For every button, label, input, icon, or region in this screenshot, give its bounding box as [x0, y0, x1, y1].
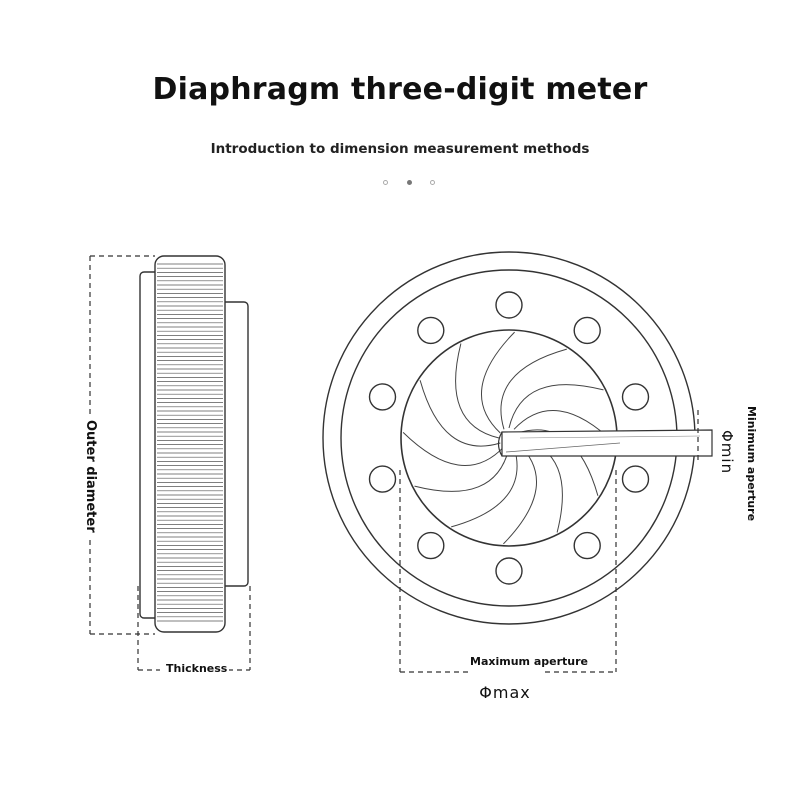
page-title: Diaphragm three-digit meter: [152, 72, 648, 107]
iris-blade: [455, 343, 500, 439]
pager-dot-2-active[interactable]: [407, 180, 412, 185]
mounting-holes: [368, 291, 650, 585]
iris-blades: [402, 331, 616, 545]
mounting-hole: [495, 557, 523, 585]
iris-blade: [508, 384, 604, 429]
mounting-hole: [495, 291, 523, 319]
outer-diameter-label: Outer diameter: [83, 420, 98, 533]
side-dimension-lines: [89, 255, 251, 671]
mounting-hole: [621, 465, 650, 493]
side-view: [139, 255, 249, 633]
page-subtitle: Introduction to dimension measurement me…: [210, 141, 590, 157]
thickness-label: Thickness: [164, 662, 230, 675]
iris-blade: [500, 348, 567, 430]
pointer-tip: [497, 431, 503, 457]
side-knurled-ring: [154, 255, 226, 633]
minimum-aperture-label: Minimum aperture: [745, 406, 758, 522]
maximum-aperture-label: Maximum aperture: [470, 655, 588, 668]
aperture-pointer-tab: [501, 429, 713, 457]
pointer-inner-line: [505, 442, 621, 453]
iris-blade: [414, 447, 510, 492]
phi-max-symbol: Φmax: [479, 683, 531, 702]
mounting-hole: [573, 316, 601, 345]
mounting-hole: [368, 465, 397, 493]
front-view: [322, 251, 713, 625]
iris-blade: [451, 446, 518, 528]
pager-dot-1[interactable]: [383, 180, 388, 185]
carousel-pager: [380, 178, 440, 188]
pointer-center-line: [519, 435, 701, 439]
mounting-hole: [573, 531, 601, 560]
mounting-hole: [621, 383, 650, 411]
iris-blade: [480, 331, 515, 434]
knurl-lines: [157, 263, 223, 622]
mounting-hole: [417, 531, 445, 560]
mounting-hole: [368, 383, 397, 411]
mounting-hole: [417, 316, 445, 345]
iris-blade: [402, 432, 505, 467]
phi-min-symbol: Φmin: [718, 430, 736, 475]
front-dimension-lines: [399, 410, 699, 673]
pager-dot-3[interactable]: [430, 180, 435, 185]
iris-blade: [419, 380, 501, 447]
